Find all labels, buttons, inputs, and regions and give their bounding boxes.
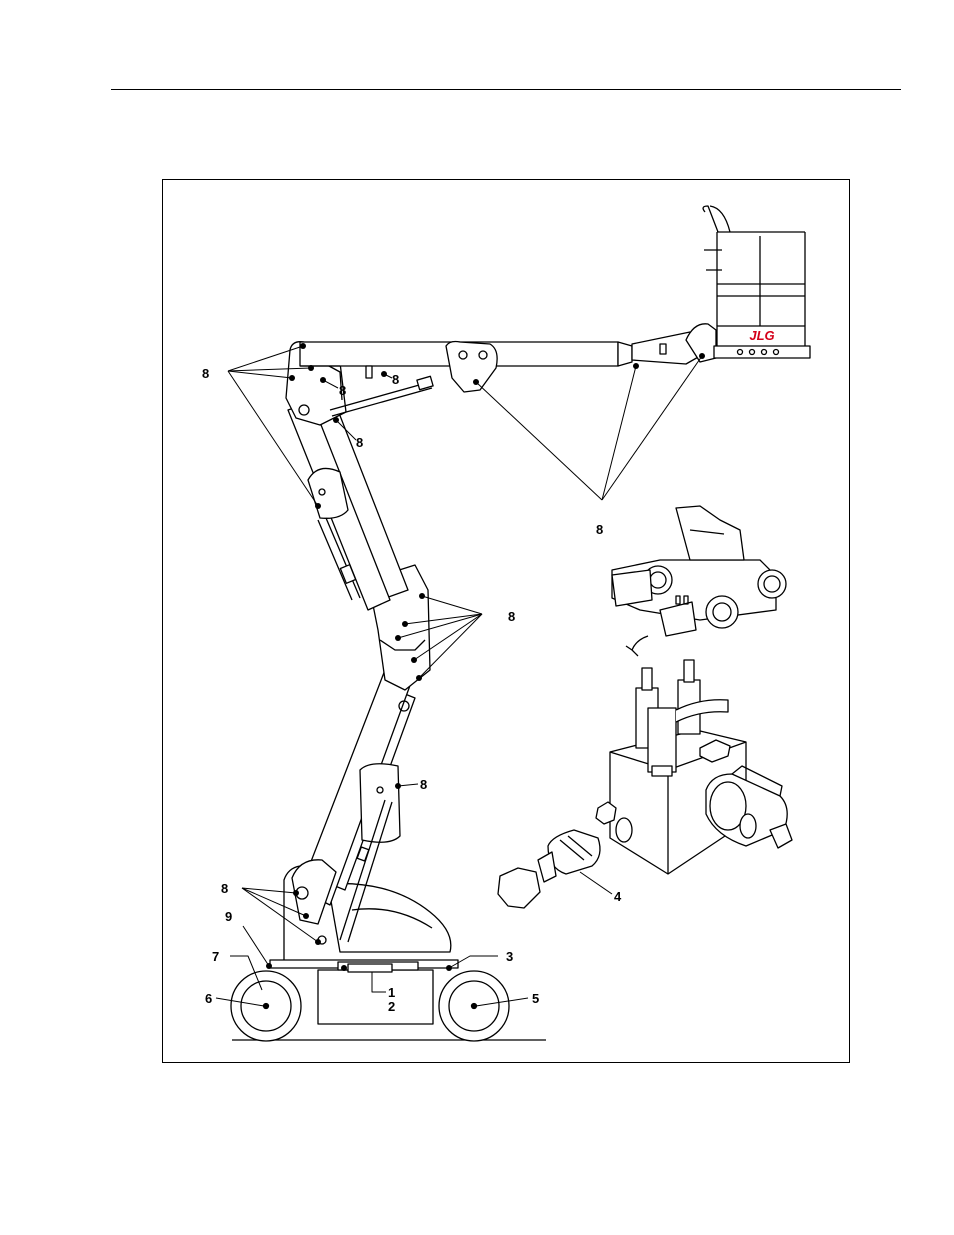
callout-8-lower-boom: 8 bbox=[420, 777, 427, 792]
jlg-logo: JLG bbox=[749, 328, 774, 343]
leader-lines bbox=[216, 346, 702, 1006]
callout-9: 9 bbox=[225, 909, 232, 924]
callout-8-lower-knuckle: 8 bbox=[356, 435, 363, 450]
platform: JLG bbox=[686, 206, 810, 362]
callout-6: 6 bbox=[205, 991, 212, 1006]
callout-4: 4 bbox=[614, 889, 622, 904]
machine-inset bbox=[612, 506, 786, 656]
callout-8-upper-left: 8 bbox=[202, 366, 209, 381]
callout-8-jib: 8 bbox=[596, 522, 603, 537]
callout-8-knuckle-pin: 8 bbox=[339, 383, 346, 398]
callout-7: 7 bbox=[212, 949, 219, 964]
callout-8-base: 8 bbox=[221, 881, 228, 896]
callout-8-cylinder-pin: 8 bbox=[392, 372, 399, 387]
callout-2: 2 bbox=[388, 999, 395, 1014]
valve-block-detail bbox=[498, 660, 792, 908]
tower-boom bbox=[288, 390, 408, 610]
callout-8-mid-knuckle: 8 bbox=[508, 609, 515, 624]
main-boom bbox=[300, 332, 700, 416]
callout-3: 3 bbox=[506, 949, 513, 964]
callout-1: 1 bbox=[388, 985, 395, 1000]
front-wheel bbox=[439, 971, 509, 1041]
rear-wheel bbox=[231, 971, 301, 1041]
callout-5: 5 bbox=[532, 991, 539, 1006]
